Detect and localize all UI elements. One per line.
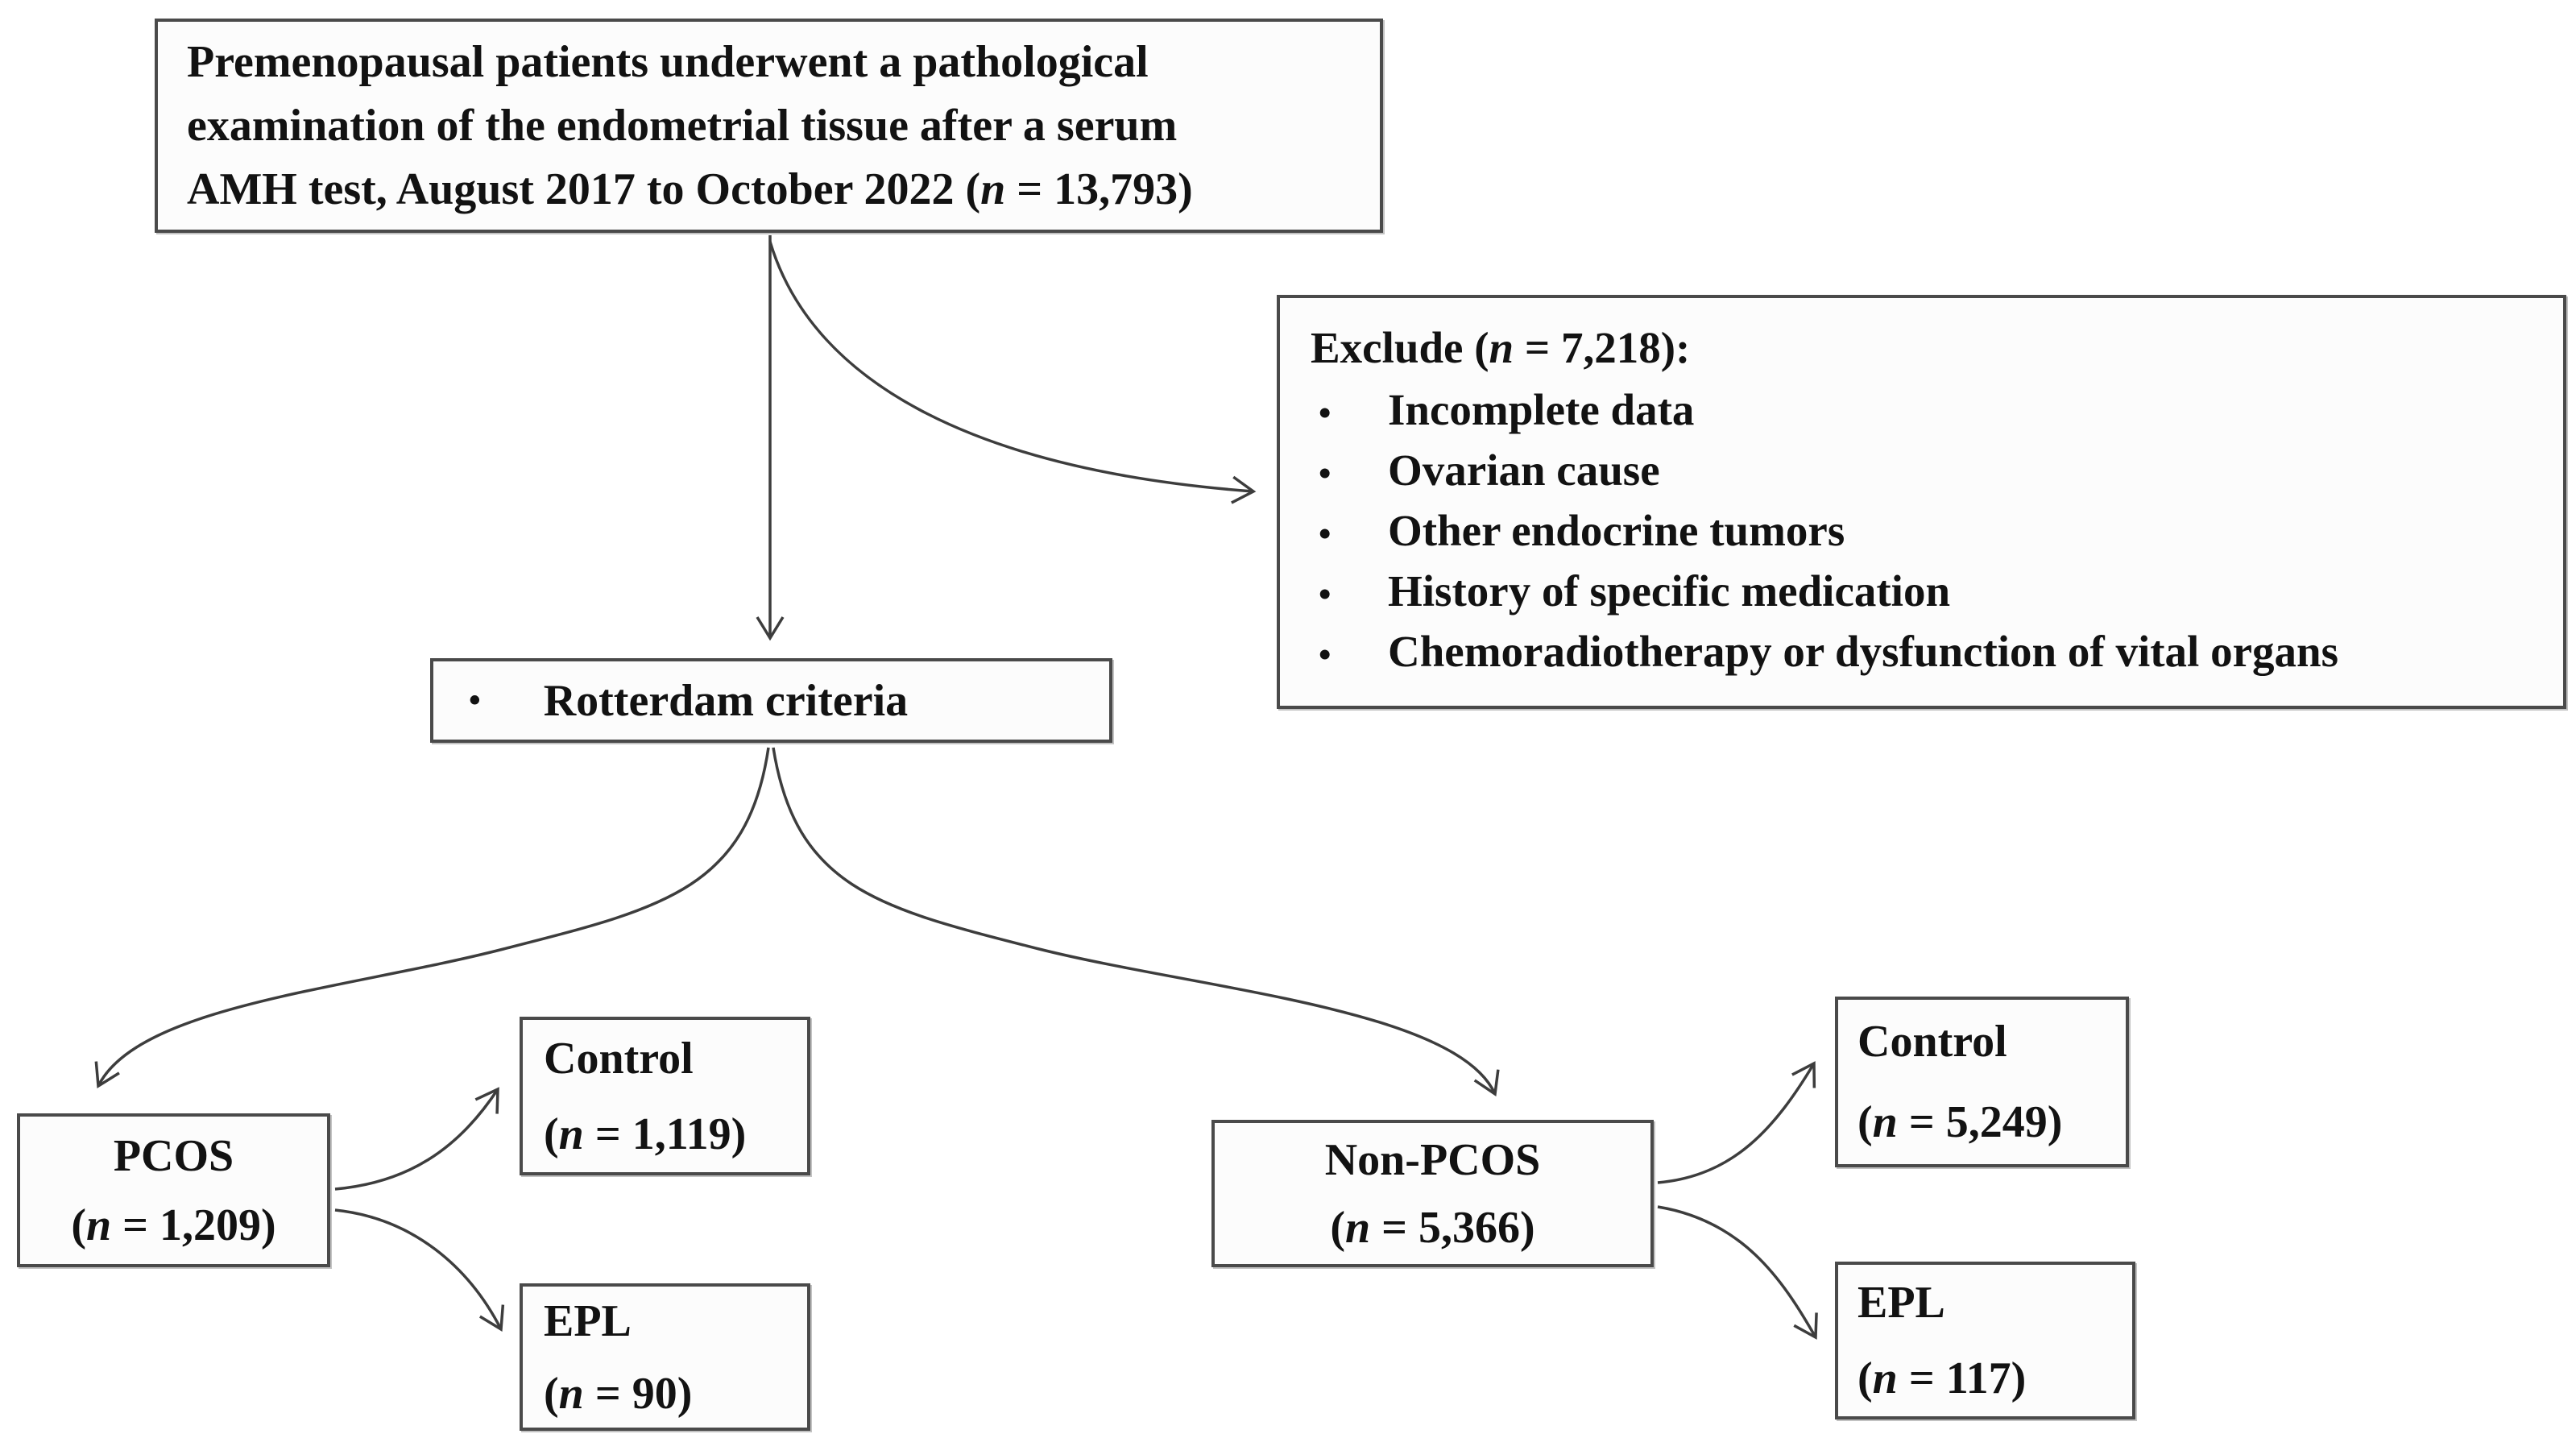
n-symbol: n: [558, 1109, 584, 1159]
population-line-1: Premenopausal patients underwent a patho…: [187, 36, 1149, 87]
pcos-control-box: Control (n = 1,119): [520, 1017, 810, 1175]
nonpcos-epl-count: (n = 117): [1857, 1353, 2027, 1403]
pcos-title: PCOS: [113, 1130, 234, 1181]
nonpcos-count: (n = 5,366): [1330, 1202, 1535, 1253]
exclude-item: •Chemoradiotherapy or dysfunction of vit…: [1311, 623, 2547, 683]
arrow-rotterdam-to-nonpcos: [772, 747, 1500, 1097]
arrow-top-to-exclude: [768, 241, 1257, 504]
rotterdam-criteria-box: • Rotterdam criteria: [430, 658, 1112, 743]
arrow-nonpcos-to-control: [1657, 1061, 1816, 1184]
pcos-count: (n = 1,209): [71, 1200, 276, 1250]
arrow-rotterdam-to-pcos: [94, 747, 770, 1088]
nonpcos-control-title: Control: [1857, 1017, 2007, 1067]
pcos-epl-box: EPL (n = 90): [520, 1283, 810, 1431]
pcos-epl-title: EPL: [544, 1295, 632, 1346]
exclude-list: •Incomplete data •Ovarian cause •Other e…: [1311, 381, 2547, 683]
n-symbol: n: [1872, 1353, 1898, 1403]
n-symbol: n: [558, 1368, 584, 1419]
nonpcos-epl-box: EPL (n = 117): [1835, 1262, 2135, 1419]
nonpcos-epl-title: EPL: [1857, 1278, 1945, 1328]
n-symbol: n: [85, 1200, 112, 1250]
n-symbol: n: [1489, 323, 1514, 372]
arrow-pcos-to-epl: [334, 1208, 505, 1332]
population-line-3: AMH test, August 2017 to October 2022 (n…: [187, 164, 1193, 214]
exclude-item: •History of specific medication: [1311, 562, 2547, 623]
nonpcos-control-count: (n = 5,249): [1857, 1097, 2063, 1147]
exclude-item: •Ovarian cause: [1311, 441, 2547, 502]
bullet-icon: •: [1319, 514, 1331, 553]
bullet-icon: •: [1319, 635, 1331, 674]
exclude-item: •Other endocrine tumors: [1311, 502, 2547, 562]
pcos-epl-count: (n = 90): [544, 1368, 693, 1419]
n-symbol: n: [980, 164, 1006, 214]
population-line-2: examination of the endometrial tissue af…: [187, 100, 1178, 151]
bullet-icon: •: [469, 682, 481, 719]
exclude-box: Exclude (n = 7,218): •Incomplete data •O…: [1277, 295, 2566, 709]
bullet-icon: •: [1319, 454, 1331, 493]
nonpcos-control-box: Control (n = 5,249): [1835, 997, 2129, 1167]
nonpcos-box: Non-PCOS (n = 5,366): [1211, 1120, 1654, 1267]
arrow-pcos-to-control: [334, 1087, 499, 1191]
exclude-title: Exclude (n = 7,218):: [1311, 323, 1691, 372]
population-box: Premenopausal patients underwent a patho…: [155, 19, 1383, 233]
bullet-icon: •: [1319, 574, 1331, 614]
rotterdam-label: Rotterdam criteria: [543, 675, 909, 726]
exclude-item: •Incomplete data: [1311, 381, 2547, 441]
n-symbol: n: [1344, 1202, 1371, 1253]
arrow-nonpcos-to-epl: [1657, 1205, 1818, 1340]
pcos-box: PCOS (n = 1,209): [17, 1113, 330, 1267]
n-symbol: n: [1872, 1097, 1898, 1147]
pcos-control-title: Control: [544, 1033, 694, 1084]
bullet-icon: •: [1319, 393, 1331, 433]
nonpcos-title: Non-PCOS: [1324, 1134, 1541, 1185]
pcos-control-count: (n = 1,119): [544, 1109, 747, 1159]
